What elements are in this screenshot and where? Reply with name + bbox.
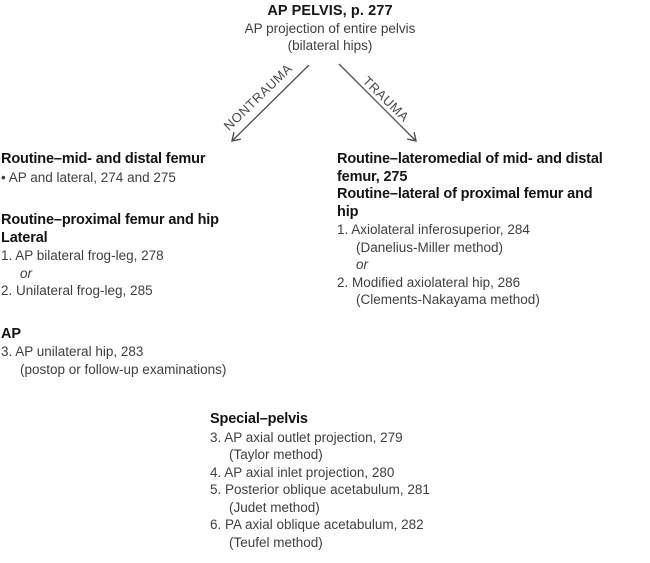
nontrauma-arrow [231,64,310,142]
heading-line: hip [337,203,359,220]
list-item: 1. AP bilateral frog-leg, 278 [1,248,164,263]
chart-header: AP PELVIS, p. 277 AP projection of entir… [5,3,650,54]
heading-line: AP [1,325,21,342]
trauma-column: Routine–lateromedial of mid- and distal … [337,151,603,309]
heading-line: femur, 275 [337,168,408,185]
nontrauma-column: Routine–mid- and distal femur • AP and l… [1,151,226,378]
heading-line: Routine–mid- and distal femur [1,151,206,167]
list-item: 5. Posterior oblique acetabulum, 281 [210,482,430,497]
list-item: 3. AP axial outlet projection, 279 [210,429,403,445]
method-note: (postop or follow-up examinations) [20,361,227,377]
header-subtitle-2: (bilateral hips) [287,38,373,53]
method-note: (Clements-Nakayama method) [356,292,540,307]
header-subtitle-1: AP projection of entire pelvis [244,21,416,36]
list-item: 6. PA axial oblique acetabulum, 282 [210,517,424,532]
method-note: (Judet method) [229,499,320,515]
list-item: 2. Unilateral frog-leg, 285 [1,283,153,298]
heading-line: Routine–lateromedial of mid- and distal [337,151,603,167]
list-item: 2. Modified axiolateral hip, 286 [337,274,521,290]
heading-line: Special–pelvis [210,411,308,427]
trauma-arrow [338,63,417,142]
or-divider: or [356,257,369,272]
special-section: Special–pelvis 3. AP axial outlet projec… [210,411,430,551]
heading-line: Routine–proximal femur and hip [1,212,219,228]
method-note: (Taylor method) [229,447,323,462]
or-divider: or [20,265,33,281]
list-item: 4. AP axial inlet projection, 280 [210,464,395,480]
method-note: (Danelius-Miller method) [356,239,504,255]
list-item: 1. Axiolateral inferosuperior, 284 [337,222,530,237]
method-note: (Teufel method) [229,534,323,550]
heading-line: Lateral [1,229,48,246]
list-item: 3. AP unilateral hip, 283 [1,344,144,359]
page-title: AP PELVIS, p. 277 [267,3,393,19]
list-item: • AP and lateral, 274 and 275 [1,169,176,185]
heading-line: Routine–lateral of proximal femur and [337,186,593,202]
